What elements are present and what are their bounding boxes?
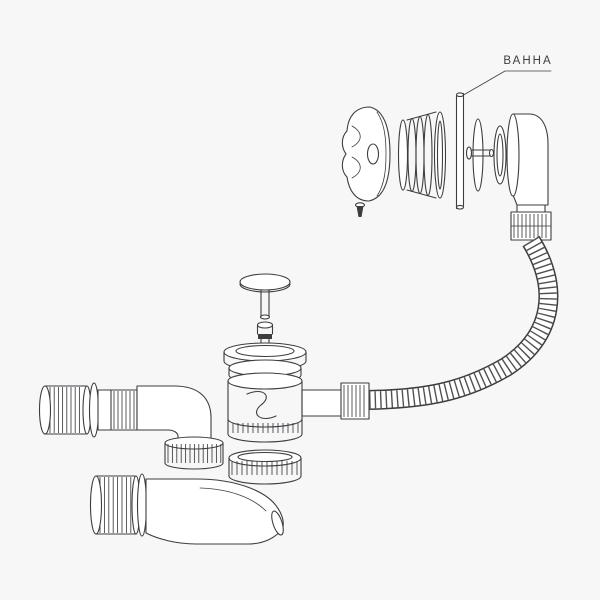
overflow-seal-stack bbox=[397, 111, 447, 199]
drain-thread-ribs bbox=[232, 423, 299, 433]
overflow-cover-knob bbox=[341, 106, 391, 217]
ring-ribs bbox=[231, 461, 298, 475]
pipe-ribs bbox=[113, 391, 135, 429]
plug-linkage bbox=[256, 321, 274, 329]
drain-strainer bbox=[223, 342, 307, 384]
hose-nut-ribs bbox=[343, 385, 365, 417]
outlet-elbow-lower bbox=[89, 473, 284, 545]
hose-union-nut bbox=[340, 382, 370, 420]
bathtub-label: ВАННА bbox=[503, 55, 552, 67]
upper-nut-ribs bbox=[49, 387, 80, 433]
overflow-elbow bbox=[506, 113, 552, 241]
drain-tee-pipe bbox=[301, 389, 344, 417]
bath-wall-plate bbox=[455, 92, 465, 210]
corrugated-hose bbox=[366, 235, 559, 410]
drain-body bbox=[227, 372, 344, 443]
inlet-elbow-upper bbox=[38, 382, 224, 470]
label-leader-line bbox=[463, 70, 552, 96]
drain-lower-ring bbox=[228, 449, 302, 485]
drain-plug bbox=[239, 273, 291, 351]
lower-nut-ribs bbox=[167, 444, 222, 463]
drain-assembly bbox=[223, 273, 344, 485]
overflow-channel-curve bbox=[246, 390, 277, 420]
flange-screw bbox=[465, 146, 473, 160]
overflow-flange-set bbox=[465, 118, 507, 192]
